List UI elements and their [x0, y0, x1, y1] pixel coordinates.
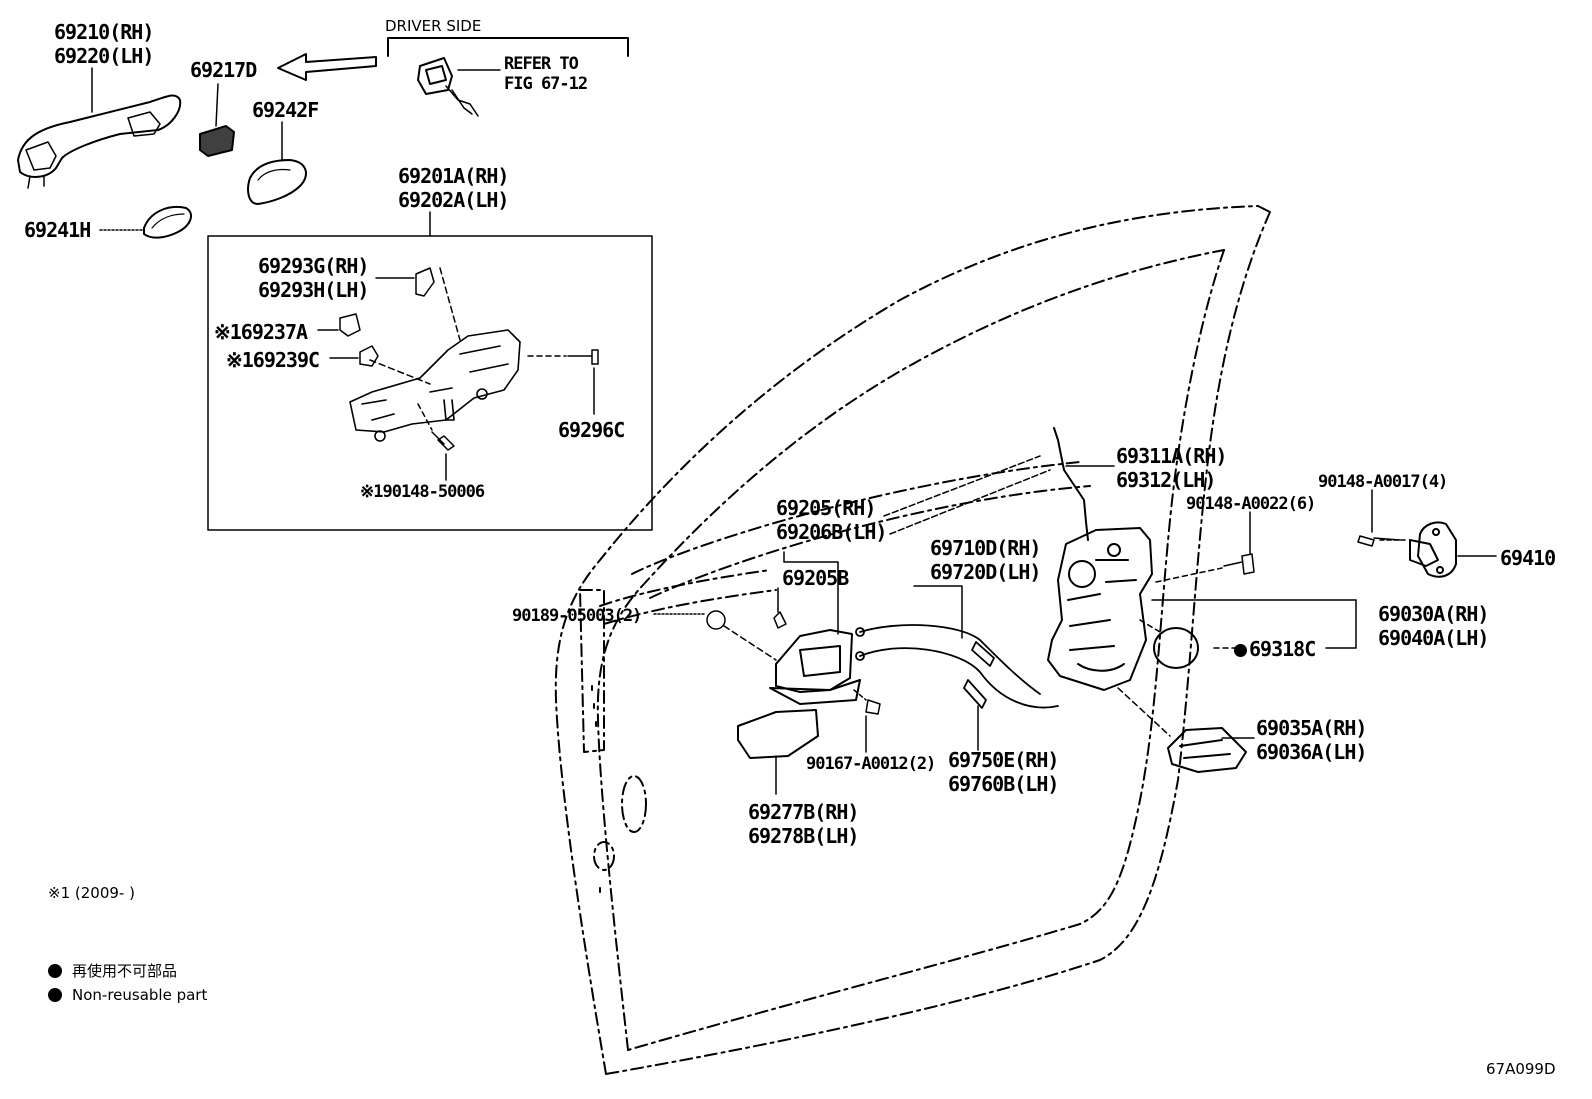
cable-69710d-part: [855, 624, 1059, 709]
bracket-69205: [783, 551, 839, 635]
leader-69205-upper: [883, 455, 1041, 517]
dash-69239c: [369, 359, 431, 385]
label-69318c-text: 69318C: [1249, 637, 1316, 661]
label-90148-a0022: 90148-A0022(6): [1186, 494, 1316, 514]
label-69035a-rh: 69035A(RH): [1256, 716, 1367, 740]
part-69237a: [339, 313, 361, 337]
label-69201a-rh: 69201A(RH): [398, 164, 509, 188]
label-69205b: 69205B: [782, 566, 849, 590]
label-90167-a0012: 90167-A0012(2): [806, 754, 936, 774]
cap-69205b-part: [773, 611, 787, 629]
bolt-69296c-part: [527, 349, 599, 365]
door-lock-part: [1047, 527, 1153, 691]
label-90148-50006: ※190148-50006: [360, 482, 485, 502]
seal-ring-69318c: [1153, 627, 1199, 669]
screw-90148-50006-part: [417, 403, 455, 451]
dash-lock-switch: [1117, 687, 1171, 737]
label-69312-lh: 69312(LH): [1116, 468, 1216, 492]
striker-69410-part: [1409, 521, 1457, 578]
label-90148-a0017: 90148-A0017(4): [1318, 472, 1448, 492]
label-69202a-lh: 69202A(LH): [398, 188, 509, 212]
key-cylinder-part: [417, 57, 479, 117]
label-69220-lh: 69220(LH): [54, 44, 154, 68]
legend-dot-en: [48, 988, 62, 1002]
legend-jp: 再使用不可部品: [48, 960, 177, 981]
label-69293g-rh: 69293G(RH): [258, 254, 369, 278]
label-69242f: 69242F: [252, 98, 319, 122]
label-69237a: ※169237A: [214, 320, 308, 344]
legend-dot-jp: [48, 964, 62, 978]
handle-cap-part: [199, 125, 235, 157]
label-69241h: 69241H: [24, 218, 91, 242]
driver-side-label: DRIVER SIDE: [385, 17, 482, 35]
label-69318c: 69318C: [1234, 637, 1316, 661]
driver-side-bracket: [387, 37, 629, 57]
non-reusable-dot: [1234, 644, 1247, 657]
footnote-mark: ※1 (2009- ): [48, 884, 135, 902]
door-outline: [554, 205, 1271, 1075]
pad-69241h-part: [143, 206, 193, 239]
outside-handle-part: [17, 94, 182, 189]
label-69217d: 69217D: [190, 58, 257, 82]
refer-to-label: REFER TO: [504, 54, 579, 74]
pad-69242f-part: [247, 159, 307, 205]
clip-90189-part: [706, 610, 777, 661]
dash-lock-seal: [1139, 619, 1161, 633]
label-69206b-lh: 69206B(LH): [776, 520, 887, 544]
leader-69217d: [215, 83, 219, 127]
label-69710d-rh: 69710D(RH): [930, 536, 1041, 560]
label-69205-rh: 69205(RH): [776, 496, 876, 520]
label-69760b-lh: 69760B(LH): [948, 772, 1059, 796]
dash-69293g: [439, 267, 461, 341]
label-69293h-lh: 69293H(LH): [258, 278, 369, 302]
label-69040a-lh: 69040A(LH): [1378, 626, 1489, 650]
screw-90148-a0022-part: [1155, 553, 1255, 583]
label-69410: 69410: [1500, 546, 1556, 570]
legend-jp-text: 再使用不可部品: [72, 962, 178, 980]
screw-90167-part: [853, 689, 881, 715]
part-69239c: [359, 345, 379, 367]
pad-69277b-part: [737, 709, 819, 759]
legend-en: Non-reusable part: [48, 986, 207, 1004]
bracket-69030a: [1325, 599, 1357, 649]
label-69036a-lh: 69036A(LH): [1256, 740, 1367, 764]
rod-69311a-part: [1053, 427, 1089, 541]
switch-69035a-part: [1167, 727, 1247, 773]
screw-90148-a0017-part: [1357, 535, 1409, 547]
inside-handle-part: [769, 629, 861, 705]
label-69311a-rh: 69311A(RH): [1116, 444, 1227, 468]
door-small-marks: [591, 685, 601, 893]
refer-fig-label: FIG 67-12: [504, 74, 588, 94]
bracket-69710d: [913, 585, 963, 639]
label-69296c: 69296C: [558, 418, 625, 442]
label-90189-05003: 90189-05003(2): [512, 606, 642, 626]
label-69720d-lh: 69720D(LH): [930, 560, 1041, 584]
leader-69205-lower: [889, 469, 1051, 535]
label-69210-rh: 69210(RH): [54, 20, 154, 44]
legend-en-text: Non-reusable part: [72, 986, 208, 1004]
label-69278b-lh: 69278B(LH): [748, 824, 859, 848]
direction-arrow: [277, 53, 377, 81]
label-69030a-rh: 69030A(RH): [1378, 602, 1489, 626]
label-69239c: ※169239C: [226, 348, 320, 372]
bracket-69293g-part: [415, 267, 435, 297]
figure-code: 67A099D: [1486, 1060, 1556, 1078]
label-69750e-rh: 69750E(RH): [948, 748, 1059, 772]
label-69277b-rh: 69277B(RH): [748, 800, 859, 824]
handle-frame-part: [349, 329, 521, 442]
